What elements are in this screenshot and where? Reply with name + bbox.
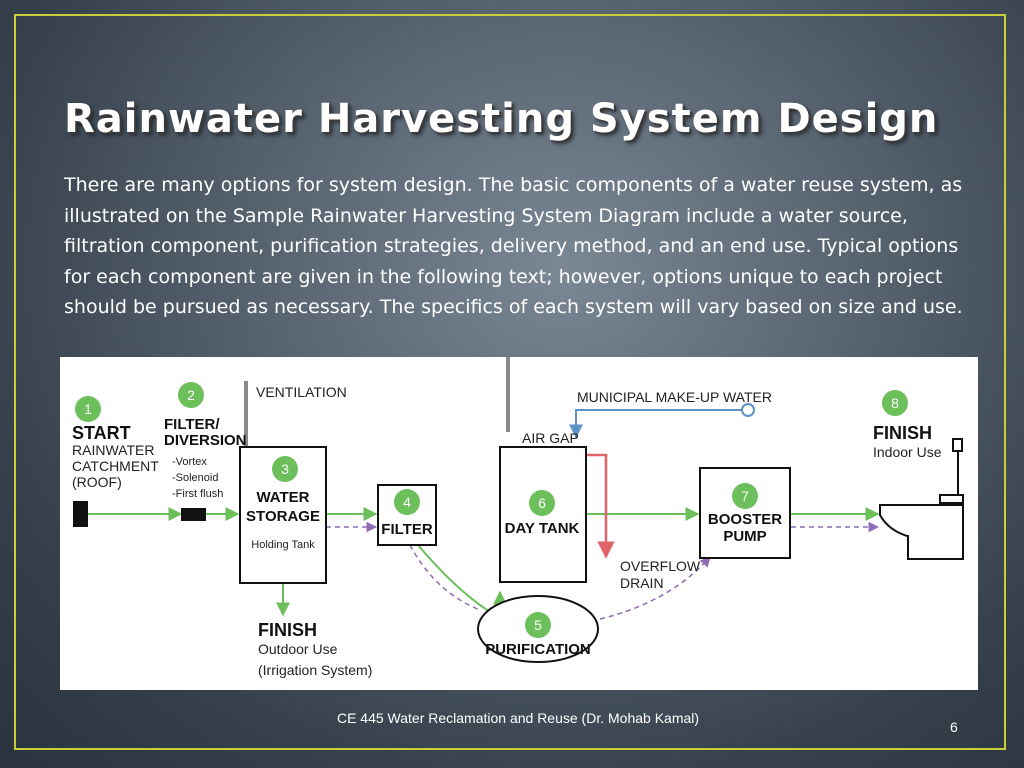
step-8-finish: FINISH [873,423,932,443]
step-4-number: 4 [403,494,411,510]
step-6-number: 6 [538,495,546,511]
step-6-badge [529,490,555,516]
slide-body-text: There are many options for system design… [64,174,963,318]
step-3-number: 3 [281,461,289,477]
diversion-valve-block [181,508,206,521]
step-1-number: 1 [84,401,92,417]
step-3-sub: Holding Tank [251,539,315,551]
step-5-number: 5 [534,617,542,633]
step-7-line2: PUMP [723,528,766,545]
step-8-badge [882,390,908,416]
outdoor-finish-line2: (Irrigation System) [258,662,372,678]
step-1-line1: RAINWATER [72,442,154,458]
rainwater-system-diagram: 1 START RAINWATER CATCHMENT (ROOF) 2 FIL… [60,357,978,690]
step-2-badge [178,382,204,408]
step-4-label: FILTER [381,521,433,538]
overflow-label-line1: OVERFLOW [620,558,701,574]
step-7-number: 7 [741,488,749,504]
step-3-line1: WATER [256,489,309,506]
toilet-icon [879,438,964,560]
page-number: 6 [950,719,958,735]
roof-catchment-block [73,501,88,527]
step-1-line2: CATCHMENT [72,458,159,474]
step-7-line1: BOOSTER [708,511,782,528]
overflow-line [586,453,615,559]
step-5-label: PURIFICATION [485,641,591,658]
step-1-line3: (ROOF) [72,474,122,490]
step-2-option-vortex: -Vortex [172,456,207,468]
overflow-label-line2: DRAIN [620,575,664,591]
step-3-badge [272,456,298,482]
step-1-badge [75,396,101,422]
step-2-head2: DIVERSION [164,432,247,449]
step-8-number: 8 [891,395,899,411]
step-3-line2: STORAGE [246,508,320,525]
step-8-indoor-use: Indoor Use [873,444,942,460]
step-2-option-solenoid: -Solenoid [172,472,218,484]
step-1-start: START [72,423,131,443]
step-7-badge [732,483,758,509]
municipal-line [569,409,742,439]
step-2-option-firstflush: -First flush [172,488,223,500]
step-6-label: DAY TANK [505,520,580,537]
flow-filter-to-purification [417,544,491,613]
step-4-badge [394,489,420,515]
step-5-badge [525,612,551,638]
slide-title: Rainwater Harvesting System Design [64,96,939,142]
step-2-head1: FILTER/ [164,416,220,433]
dashed-filter-to-purification [409,544,481,611]
step-2-number: 2 [187,387,195,403]
municipal-inlet [741,403,755,417]
air-gap-label: AIR GAP [522,430,579,446]
outdoor-finish-line1: Outdoor Use [258,641,338,657]
ventilation-label: VENTILATION [256,384,347,400]
outdoor-finish-head: FINISH [258,620,317,640]
municipal-water-label: MUNICIPAL MAKE-UP WATER [577,389,772,405]
slide-frame [14,14,1006,750]
dashed-purification-to-drain [599,556,711,620]
slide-footer: CE 445 Water Reclamation and Reuse (Dr. … [336,710,700,726]
